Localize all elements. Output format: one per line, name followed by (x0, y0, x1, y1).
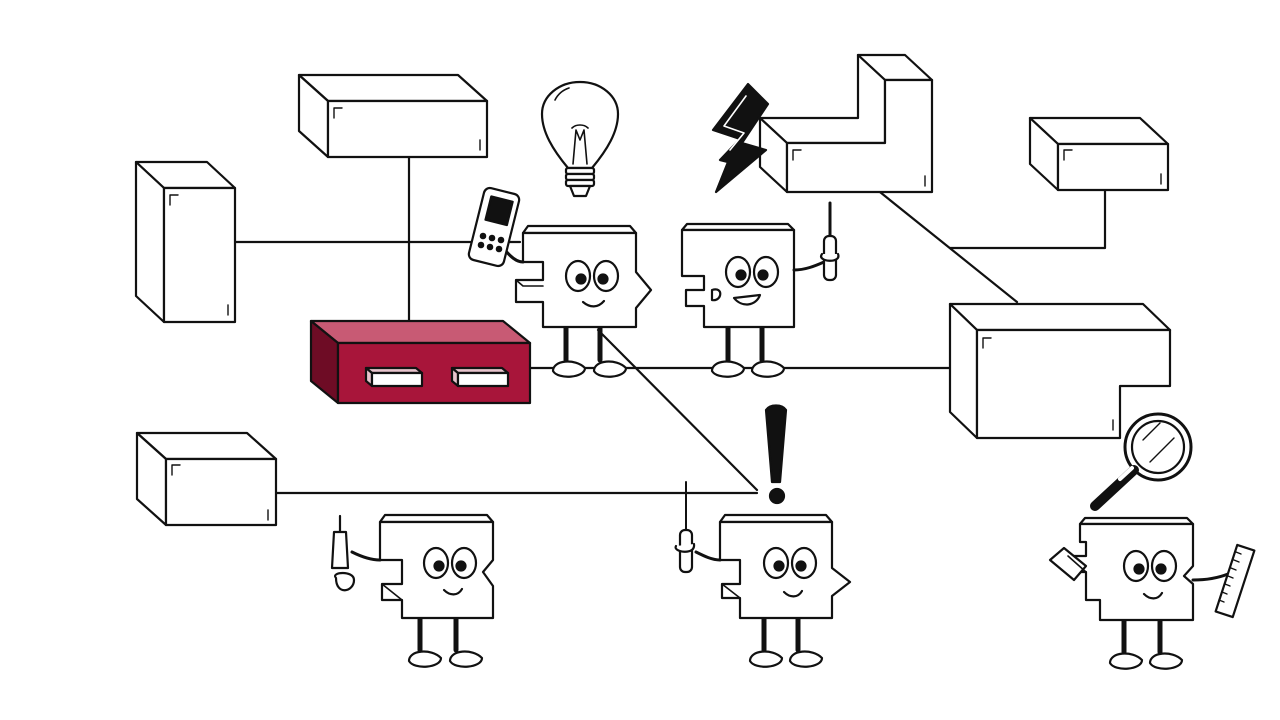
box-l-shape-top (758, 53, 934, 194)
phone-icon (467, 186, 521, 268)
tool-icon (330, 514, 356, 592)
box-top-center (297, 73, 489, 159)
ruler-icon (1214, 543, 1256, 619)
hub-port-right (450, 366, 510, 388)
box-red-hub (309, 319, 532, 405)
lightbulb-icon (540, 80, 620, 198)
character-lower-right (1048, 516, 1256, 670)
lightning-bolt-icon (711, 82, 770, 194)
box-right-large (948, 302, 1172, 440)
character-screwdriver (680, 201, 840, 378)
hub-port-left (364, 366, 424, 388)
character-lower-middle (674, 481, 852, 668)
box-top-right (1028, 116, 1170, 192)
exclamation-icon (764, 404, 788, 505)
character-phone (467, 186, 653, 378)
magnifier-icon (1090, 412, 1193, 511)
screwdriver-icon (820, 201, 840, 282)
pen-icon (674, 481, 696, 574)
box-bottom-left (135, 431, 278, 527)
box-left-tall (134, 160, 237, 324)
character-lower-left (330, 513, 495, 668)
